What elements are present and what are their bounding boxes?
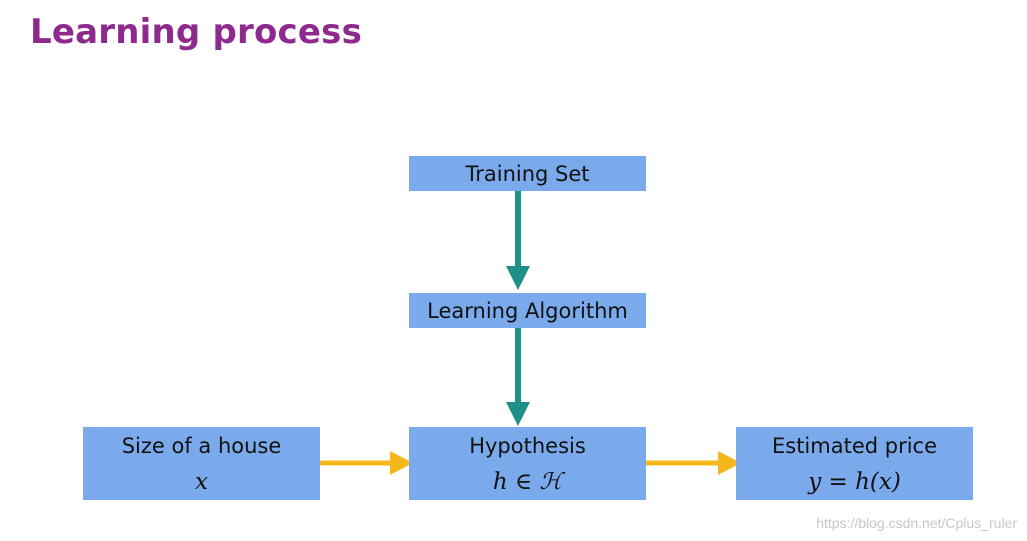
output-box: Estimated price y = h(x) [736,427,973,500]
output-label: Estimated price [771,433,938,458]
page-title: Learning process [30,12,363,52]
output-math: y = h(x) [808,468,901,495]
input-math: x [195,468,208,495]
training-set-box: Training Set [409,156,646,191]
arrow-algorithm-to-hypothesis [506,328,530,426]
hypothesis-math: h ∈ ℋ [492,468,563,495]
arrow-input-to-hypothesis [316,451,413,475]
arrow-training-to-algorithm [506,191,530,290]
input-box: Size of a house x [83,427,320,500]
learning-algorithm-label: Learning Algorithm [427,298,628,323]
hypothesis-label: Hypothesis [469,433,586,458]
arrow-hypothesis-to-output [644,451,741,475]
hypothesis-box: Hypothesis h ∈ ℋ [409,427,646,500]
training-set-label: Training Set [465,161,590,186]
watermark-text: https://blog.csdn.net/Cplus_ruler [816,515,1017,531]
learning-algorithm-box: Learning Algorithm [409,293,646,328]
input-label: Size of a house [121,433,282,458]
